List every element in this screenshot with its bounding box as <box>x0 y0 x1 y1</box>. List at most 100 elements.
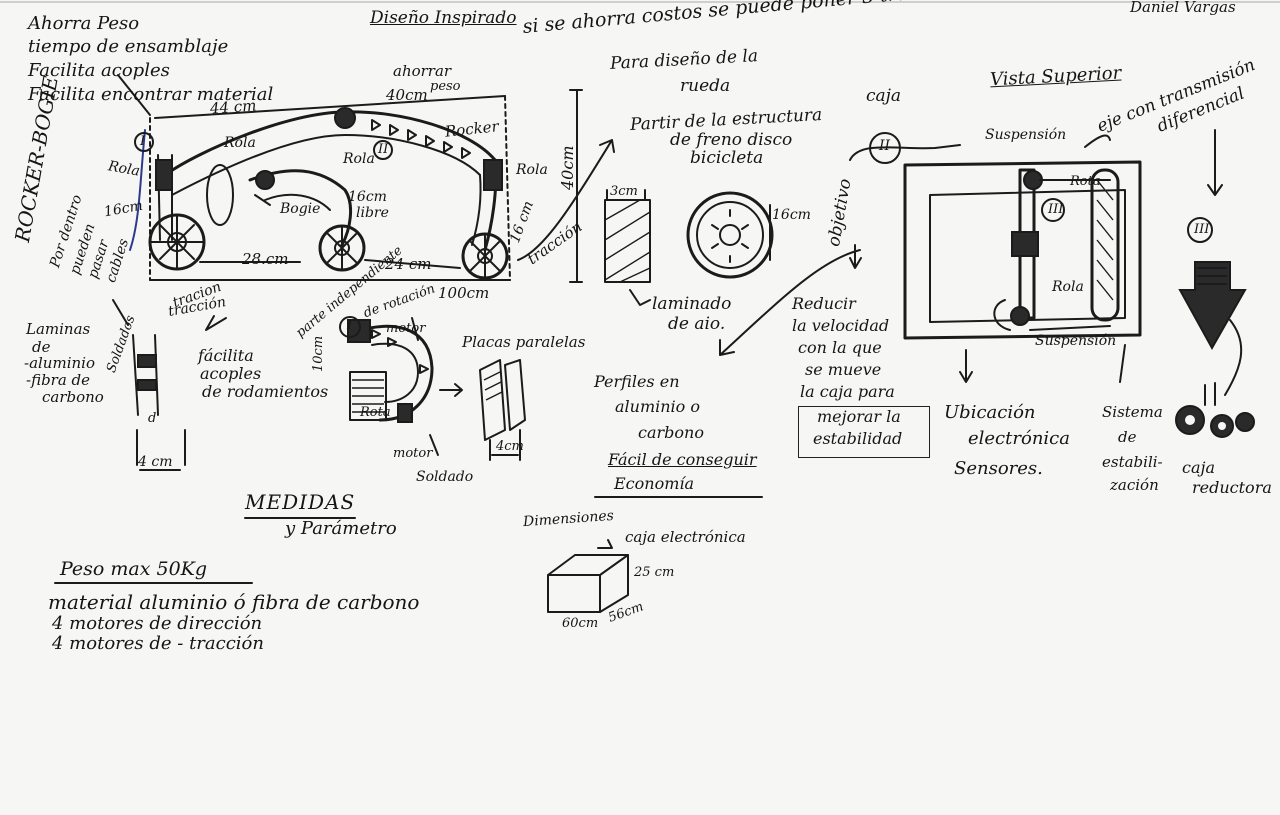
rola-label-c: Rola <box>343 151 375 167</box>
roman-i-front: I <box>140 134 146 149</box>
caja-electronica-label: caja electrónica <box>625 528 746 546</box>
medidas-title: MEDIDAS <box>245 490 356 514</box>
front-motor <box>155 159 173 191</box>
dim-d-label: d <box>148 411 157 426</box>
dim-28cm-label: 28.cm <box>242 250 289 268</box>
benefit-item-3: Facilita acoples <box>28 60 170 81</box>
motor-label-b: motor <box>393 446 433 461</box>
rola-label-b: Rola <box>224 135 256 151</box>
motores-traccion: 4 motores de - tracción <box>52 633 264 654</box>
dim-10cm-label: 10cm <box>311 335 326 372</box>
mejorar-box: mejorar la estabilidad <box>798 406 930 458</box>
dim-44cm-label: 44 cm <box>209 96 257 118</box>
reducir-line-2: la velocidad <box>792 316 890 335</box>
ahorrar-label: ahorrar <box>393 62 452 80</box>
circle-i-rot <box>339 316 361 338</box>
perfiles-line-3: carbono <box>638 423 704 442</box>
reducir-line-3: con la que <box>798 338 882 357</box>
circle-ii-top <box>869 132 901 164</box>
rear-leg-inner <box>471 174 482 246</box>
soldado-label: Soldado <box>416 469 474 485</box>
rota-label-lower: Rota <box>360 405 391 420</box>
facilita-line-2: acoples <box>200 364 262 383</box>
placas-paralelas-label: Placas paralelas <box>462 333 586 351</box>
sistema-line-2: de <box>1118 428 1137 446</box>
caja-reductora-line-1: caja <box>1182 458 1215 477</box>
suspension-label-a: Suspensión <box>985 127 1067 143</box>
partir-line-2: de freno disco <box>670 130 793 150</box>
motores-direccion: 4 motores de dirección <box>52 613 263 634</box>
dim-3cm-label: 3cm <box>610 184 638 199</box>
material-line: material aluminio ó fibra de carbono <box>48 590 420 614</box>
reducir-line-4: se mueve <box>805 360 882 379</box>
dim-40cm <box>569 89 583 283</box>
facilita-line-3: de rodamientos <box>202 382 329 401</box>
perfiles-line-2: aluminio o <box>615 397 701 416</box>
bogie-arm-lower <box>264 193 331 211</box>
rota-label-top: Rota <box>1070 174 1101 189</box>
dim-4cm-label: 4 cm <box>138 454 173 470</box>
partir-line-3: bicicleta <box>690 148 764 168</box>
ubicacion-line-3: Sensores. <box>954 458 1043 479</box>
dim-4cm-b-label: 4cm <box>496 439 524 454</box>
reducer-arrow <box>1178 261 1247 351</box>
wheel-design-sketch <box>604 189 774 306</box>
roman-iii-b: III <box>1194 222 1210 237</box>
benefit-item-4: Facilita encontrar material <box>28 84 274 105</box>
dim-40cm-side: 40cm <box>558 145 577 191</box>
rola-label-d: Rola <box>516 162 548 178</box>
rola-label-top: Rola <box>1052 279 1084 295</box>
rear-motor <box>483 159 503 191</box>
suspension-label-b: Suspensión <box>1035 333 1117 349</box>
reducer-gears <box>1175 382 1255 438</box>
wheel-title-b: rueda <box>680 76 731 96</box>
dim-100cm-label: 100cm <box>438 284 490 302</box>
perfiles-line-1: Perfiles en <box>594 372 680 391</box>
bogie-pivot <box>255 170 275 190</box>
economia-label: Economía <box>614 474 695 493</box>
dashed-box <box>149 95 511 281</box>
medidas-subtitle: y Parámetro <box>285 518 397 539</box>
dim-60cm-label: 60cm <box>562 616 599 631</box>
mejorar-line-2: estabilidad <box>813 429 903 448</box>
dim-25cm-label: 25 cm <box>634 565 675 580</box>
caja-reductora-line-2: reductora <box>1192 478 1272 497</box>
mejorar-line-1: mejorar la <box>817 407 901 426</box>
dimension-cube <box>547 539 629 613</box>
laminas-line-4: -fibra de <box>26 371 91 389</box>
rocker-truss <box>371 119 471 159</box>
dim-16cm-libre-a: 16cm <box>348 189 387 205</box>
facilita-line-1: fácilita <box>198 346 254 365</box>
sistema-line-4: zación <box>1110 476 1159 494</box>
front-bearing <box>206 164 234 226</box>
laminas-line-3: -aluminio <box>24 354 95 372</box>
author-name: Daniel Vargas <box>1130 0 1236 16</box>
dim-44cm <box>154 95 506 119</box>
caja-label-top: caja <box>866 86 902 106</box>
bogie-label: Bogie <box>280 201 321 217</box>
sistema-line-1: Sistema <box>1102 403 1163 421</box>
peso-label: peso <box>430 79 461 94</box>
top-view-sketch <box>903 160 1213 340</box>
dim-16cm-wheel: 16cm <box>772 207 811 223</box>
roman-i-rot: I <box>347 318 353 333</box>
parallel-plates <box>479 359 526 461</box>
rocker-main-beam-lower <box>171 134 481 196</box>
reducir-line-1: Reducir <box>792 294 856 313</box>
roman-ii-rocker: II <box>378 142 389 157</box>
rotation-part <box>347 317 463 456</box>
dim-24cm <box>364 259 461 269</box>
blue-cable-line <box>129 129 146 251</box>
ubicacion-line-1: Ubicación <box>944 402 1036 423</box>
rocker-bogie-sketch <box>112 74 615 331</box>
laminas-line-5: carbono <box>42 388 104 406</box>
sistema-line-3: estabili- <box>1102 453 1163 471</box>
dim-16cm-libre-b: libre <box>356 205 389 221</box>
motor-label-a: motor <box>386 321 426 336</box>
laminas-line-2: de <box>32 338 51 356</box>
reducir-line-5: la caja para <box>800 382 895 401</box>
lamina-profile <box>132 334 186 471</box>
laminas-line-1: Laminas <box>26 320 91 338</box>
